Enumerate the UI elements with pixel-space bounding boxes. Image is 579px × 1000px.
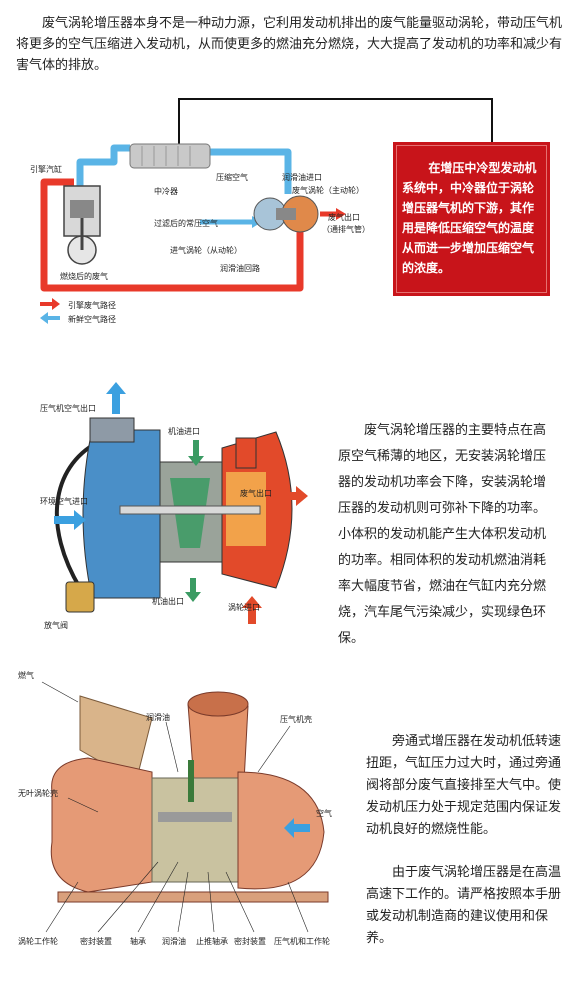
label-air: 空气	[316, 808, 332, 818]
label-thrust-bearing: 止推轴承	[196, 936, 228, 946]
label-compressor-air-outlet: 压气机空气出口	[40, 403, 96, 413]
arrow-air	[284, 818, 310, 838]
compressor-housing-shape-2	[237, 771, 325, 890]
center-section-shape	[151, 777, 239, 883]
label-exhaust-outlet: 废气出口	[328, 212, 360, 222]
legend-exhaust-path: 引擎废气路径	[68, 300, 116, 310]
label-seal-2: 密封装置	[234, 936, 266, 946]
label-oil-return: 润滑油回路	[220, 263, 260, 273]
arrow-oil-inlet	[188, 440, 204, 466]
intercooler-note-text: 在增压中冷型发动机系统中，中冷器位于涡轮增压器气机的下游，其作用是降低压缩空气的…	[402, 161, 537, 275]
label-filtered-air: 过滤后的常压空气	[154, 218, 218, 228]
label-turbine-wheel: 涡轮工作轮	[18, 936, 58, 946]
label-compressed-air: 压缩空气	[216, 172, 248, 182]
label-compressor-wheel: 压气机和工作轮	[274, 936, 330, 946]
legend-fresh-air-arrow	[40, 312, 60, 324]
bypass-paragraph: 旁通式增压器在发动机低转速扭距，气缸压力过大时，通过旁通阀将部分废气直接排至大气…	[366, 734, 562, 837]
label-compressor-housing: 压气机壳	[280, 714, 312, 724]
label-exhaust-turbine: 废气涡轮（主动轮）	[292, 185, 364, 195]
intro-paragraph: 废气涡轮增压器本身不是一种动力源，它利用发动机排出的废气能量驱动涡轮，带动压气机…	[16, 16, 563, 73]
arrow-ambient-inlet	[54, 510, 86, 530]
label-oil-inlet: 润滑油进口	[282, 172, 322, 182]
label-bearing: 轴承	[130, 936, 146, 946]
label-intake-turbine: 进气涡轮（从动轮）	[170, 245, 242, 255]
wastegate-shape	[65, 581, 95, 613]
arrow-compressor-outlet	[106, 382, 126, 414]
exhaust-path	[40, 178, 304, 292]
label-oil-inlet-2: 机油进口	[168, 426, 200, 436]
arrow-exhaust-outlet	[278, 486, 308, 506]
turbine-housing-shape-2	[50, 757, 153, 893]
legend-exhaust-arrow	[40, 298, 60, 310]
label-turbine-inlet: 涡轮进口	[228, 602, 260, 612]
bypass-turbocharger-diagram: 燃气 润滑油 压气机壳 无叶涡轮壳 空气 涡轮工作轮 密封装置 轴承 润滑油 止…	[18, 670, 332, 946]
label-seal-1: 密封装置	[80, 936, 112, 946]
features-paragraph: 废气涡轮增压器的主要特点在高原空气稀薄的地区，无安装涡轮增压器的发动机功率会下降…	[338, 423, 547, 646]
label-oil: 润滑油	[146, 712, 170, 722]
legend-fresh-air-path: 新鲜空气路径	[68, 314, 116, 324]
arrow-oil-outlet	[185, 578, 201, 602]
arrow-turbine-inlet	[242, 596, 262, 624]
label-exhaust-gas: 燃气	[18, 670, 34, 680]
turbocharger-cutaway-diagram: 压气机空气出口 机油进口 环境空气进口 废气出口 机油出口 涡轮进口 放气阀	[40, 382, 308, 630]
label-intercooler: 中冷器	[154, 186, 178, 196]
maintenance-paragraph: 由于废气涡轮增压器是在高温高速下工作的。请严格按照本手册或发动机制造商的建议使用…	[366, 865, 562, 946]
label-wastegate: 放气阀	[44, 620, 68, 630]
label-oil-2: 润滑油	[162, 936, 186, 946]
label-exhaust-outlet-2: 废气出口	[240, 488, 272, 498]
label-engine-cylinder: 引擎汽缸	[30, 164, 62, 174]
label-oil-outlet: 机油出口	[152, 596, 184, 606]
airflow-diagram: 引擎汽缸 中冷器 压缩空气 润滑油进口 废气涡轮（主动轮） 过滤后的常压空气 废…	[30, 143, 370, 324]
label-ambient-air-inlet: 环境空气进口	[40, 496, 88, 506]
callout-bracket	[178, 98, 493, 144]
label-vaneless-housing: 无叶涡轮壳	[18, 788, 58, 798]
label-burnt-exhaust: 燃烧后的废气	[60, 271, 108, 281]
intercooler-note-box: 在增压中冷型发动机系统中，中冷器位于涡轮增压器气机的下游，其作用是降低压缩空气的…	[393, 142, 550, 296]
fresh-air-path	[76, 144, 130, 186]
label-to-exhaust-pipe: （通排气管）	[322, 224, 370, 234]
